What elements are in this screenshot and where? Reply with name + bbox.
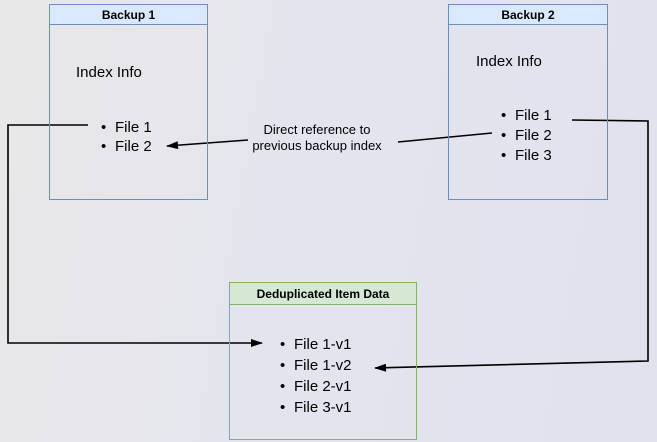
- backup2-file-item: File 3: [501, 146, 552, 166]
- backup2-file-item: File 1: [501, 106, 552, 126]
- backup2-index-info-label: Index Info: [476, 53, 542, 70]
- direct-reference-annotation: Direct reference to previous backup inde…: [252, 122, 382, 153]
- dedup-header: Deduplicated Item Data: [230, 283, 416, 305]
- backup2-body: Index Info File 1 File 2 File 3: [449, 25, 607, 197]
- backup2-box: Backup 2 Index Info File 1 File 2 File 3: [448, 4, 608, 200]
- backup2-file-item: File 2: [501, 126, 552, 146]
- dedup-body: File 1-v1 File 1-v2 File 2-v1 File 3-v1: [230, 305, 416, 439]
- dedup-file-item: File 1-v2: [280, 355, 352, 376]
- backup1-file-item: File 1: [101, 118, 152, 137]
- backup1-file-item: File 2: [101, 137, 152, 156]
- dedup-file-item: File 2-v1: [280, 376, 352, 397]
- backup2-file-list: File 1 File 2 File 3: [501, 106, 552, 166]
- backup1-body: Index Info File 1 File 2: [50, 25, 207, 197]
- backup1-header: Backup 1: [50, 5, 207, 25]
- dedup-title: Deduplicated Item Data: [256, 286, 390, 301]
- dedup-file-list: File 1-v1 File 1-v2 File 2-v1 File 3-v1: [280, 334, 352, 418]
- backup1-title: Backup 1: [101, 7, 156, 22]
- dedup-file-item: File 1-v1: [280, 334, 352, 355]
- backup1-file-list: File 1 File 2: [101, 118, 152, 156]
- backup2-header: Backup 2: [449, 5, 607, 25]
- backup2-title: Backup 2: [501, 7, 555, 22]
- dedup-file-item: File 3-v1: [280, 397, 352, 418]
- backup1-index-info-label: Index Info: [76, 64, 142, 81]
- backup1-box: Backup 1 Index Info File 1 File 2: [49, 4, 208, 200]
- dedup-box: Deduplicated Item Data File 1-v1 File 1-…: [229, 282, 417, 440]
